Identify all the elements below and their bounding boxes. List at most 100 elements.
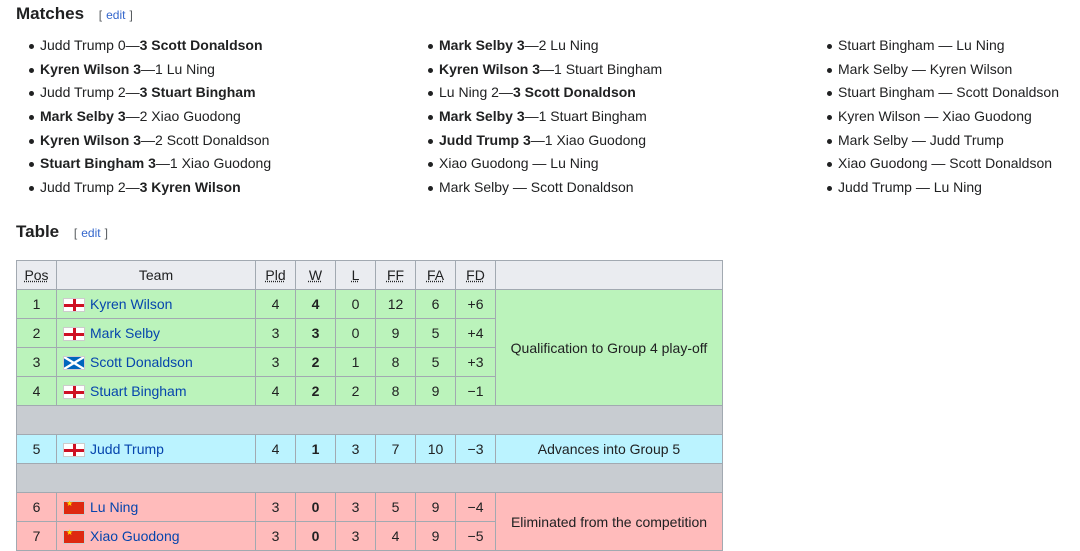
match-item: Judd Trump — Lu Ning bbox=[824, 176, 1059, 200]
team-cell: Xiao Guodong bbox=[56, 521, 256, 551]
header-notes bbox=[495, 260, 723, 290]
pld-cell: 3 bbox=[255, 492, 296, 522]
match-item: Stuart Bingham 3—1 Xiao Guodong bbox=[26, 152, 271, 176]
standings-table: Pos Team Pld W L FF FA FD 1 Kyren Wilson 4… bbox=[16, 260, 723, 551]
match-part-1: Mark Selby 3 bbox=[40, 108, 126, 125]
header-pos[interactable]: Pos bbox=[16, 260, 57, 290]
eng-flag-icon bbox=[63, 385, 85, 400]
w-cell: 4 bbox=[295, 289, 336, 319]
team-link[interactable]: Lu Ning bbox=[90, 498, 139, 515]
team-link[interactable]: Kyren Wilson bbox=[90, 295, 173, 312]
group-separator bbox=[16, 405, 723, 435]
match-part-1: Kyren Wilson 3 bbox=[40, 131, 142, 148]
match-part-2: —2 Xiao Guodong bbox=[125, 108, 241, 125]
match-part-1: Stuart Bingham 3 bbox=[40, 155, 156, 172]
ff-cell: 12 bbox=[375, 289, 416, 319]
match-part-1: Judd Trump 0— bbox=[40, 37, 140, 53]
team-cell: Stuart Bingham bbox=[56, 376, 256, 406]
match-item: Kyren Wilson 3—1 Stuart Bingham bbox=[425, 58, 662, 82]
ff-cell: 9 bbox=[375, 318, 416, 348]
header-pld[interactable]: Pld bbox=[255, 260, 296, 290]
fa-cell: 9 bbox=[415, 492, 456, 522]
match-item: Mark Selby 3—1 Stuart Bingham bbox=[425, 105, 662, 129]
match-item: Judd Trump 2—3 Kyren Wilson bbox=[26, 176, 271, 200]
match-item: Judd Trump 3—1 Xiao Guodong bbox=[425, 129, 662, 153]
w-cell: 2 bbox=[295, 376, 336, 406]
match-part-2: —1 Stuart Bingham bbox=[540, 60, 663, 77]
match-part-1: Mark Selby 3 bbox=[439, 108, 525, 125]
w-cell: 0 bbox=[295, 521, 336, 551]
match-part-2: 3 Kyren Wilson bbox=[139, 179, 241, 196]
header-fa[interactable]: FA bbox=[415, 260, 456, 290]
eng-flag-icon bbox=[63, 327, 85, 342]
match-part-2: —2 Scott Donaldson bbox=[141, 131, 270, 148]
team-cell: Scott Donaldson bbox=[56, 347, 256, 377]
l-cell: 2 bbox=[335, 376, 376, 406]
note-cell: Advances into Group 5 bbox=[495, 434, 723, 464]
team-link[interactable]: Mark Selby bbox=[90, 324, 161, 341]
l-cell: 1 bbox=[335, 347, 376, 377]
ff-cell: 5 bbox=[375, 492, 416, 522]
team-link[interactable]: Stuart Bingham bbox=[90, 382, 187, 399]
pld-cell: 3 bbox=[255, 521, 296, 551]
match-item: Mark Selby — Kyren Wilson bbox=[824, 58, 1059, 82]
match-part-1: Judd Trump 2— bbox=[40, 179, 140, 196]
match-part-1: Judd Trump 2— bbox=[40, 84, 140, 101]
match-item: Kyren Wilson 3—2 Scott Donaldson bbox=[26, 129, 271, 153]
fa-cell: 9 bbox=[415, 376, 456, 406]
fa-cell: 6 bbox=[415, 289, 456, 319]
pld-cell: 3 bbox=[255, 347, 296, 377]
match-item: Xiao Guodong — Lu Ning bbox=[425, 152, 662, 176]
table-edit-link[interactable]: edit bbox=[81, 226, 101, 240]
match-part-2: 3 Scott Donaldson bbox=[512, 84, 636, 101]
match-item: Xiao Guodong — Scott Donaldson bbox=[824, 152, 1059, 176]
pld-cell: 4 bbox=[255, 376, 296, 406]
pld-cell: 4 bbox=[255, 289, 296, 319]
match-part-2: —1 Stuart Bingham bbox=[524, 108, 647, 125]
fa-cell: 5 bbox=[415, 318, 456, 348]
w-cell: 0 bbox=[295, 492, 336, 522]
header-w[interactable]: W bbox=[295, 260, 336, 290]
matches-title: Matches bbox=[16, 4, 85, 23]
chn-flag-icon bbox=[63, 528, 85, 545]
matches-edit-link[interactable]: edit bbox=[106, 8, 126, 22]
team-cell: Lu Ning bbox=[56, 492, 256, 522]
matches-heading: Matches [edit] bbox=[16, 4, 133, 24]
header-ff[interactable]: FF bbox=[375, 260, 416, 290]
match-part-1: Mark Selby — Scott Donaldson bbox=[439, 179, 634, 196]
sco-flag-icon bbox=[63, 356, 85, 371]
matches-edit: [edit] bbox=[98, 8, 133, 22]
l-cell: 3 bbox=[335, 492, 376, 522]
eng-flag-icon bbox=[63, 298, 85, 313]
match-part-1: Judd Trump 3 bbox=[439, 131, 531, 148]
fd-cell: −3 bbox=[455, 434, 496, 464]
match-part-2: —1 Xiao Guodong bbox=[530, 131, 646, 148]
header-fd[interactable]: FD bbox=[455, 260, 496, 290]
l-cell: 3 bbox=[335, 434, 376, 464]
match-part-2: —2 Lu Ning bbox=[524, 37, 599, 53]
match-item: Mark Selby 3—2 Lu Ning bbox=[425, 34, 662, 58]
match-part-2: 3 Scott Donaldson bbox=[139, 37, 263, 53]
team-link[interactable]: Scott Donaldson bbox=[90, 353, 193, 370]
table-edit: [edit] bbox=[73, 226, 108, 240]
pos-cell: 6 bbox=[16, 492, 57, 522]
pld-cell: 3 bbox=[255, 318, 296, 348]
match-item: Mark Selby — Scott Donaldson bbox=[425, 176, 662, 200]
match-part-1: Kyren Wilson 3 bbox=[439, 60, 541, 77]
ff-cell: 7 bbox=[375, 434, 416, 464]
header-team[interactable]: Team bbox=[56, 260, 256, 290]
fd-cell: −5 bbox=[455, 521, 496, 551]
team-link[interactable]: Xiao Guodong bbox=[90, 527, 180, 544]
match-item: Lu Ning 2—3 Scott Donaldson bbox=[425, 81, 662, 105]
ff-cell: 8 bbox=[375, 347, 416, 377]
match-item: Kyren Wilson — Xiao Guodong bbox=[824, 105, 1059, 129]
table-header-row: Pos Team Pld W L FF FA FD bbox=[16, 260, 723, 290]
match-part-2: 3 Stuart Bingham bbox=[139, 84, 256, 101]
header-l[interactable]: L bbox=[335, 260, 376, 290]
eng-flag-icon bbox=[63, 443, 85, 458]
team-link[interactable]: Judd Trump bbox=[90, 440, 164, 457]
